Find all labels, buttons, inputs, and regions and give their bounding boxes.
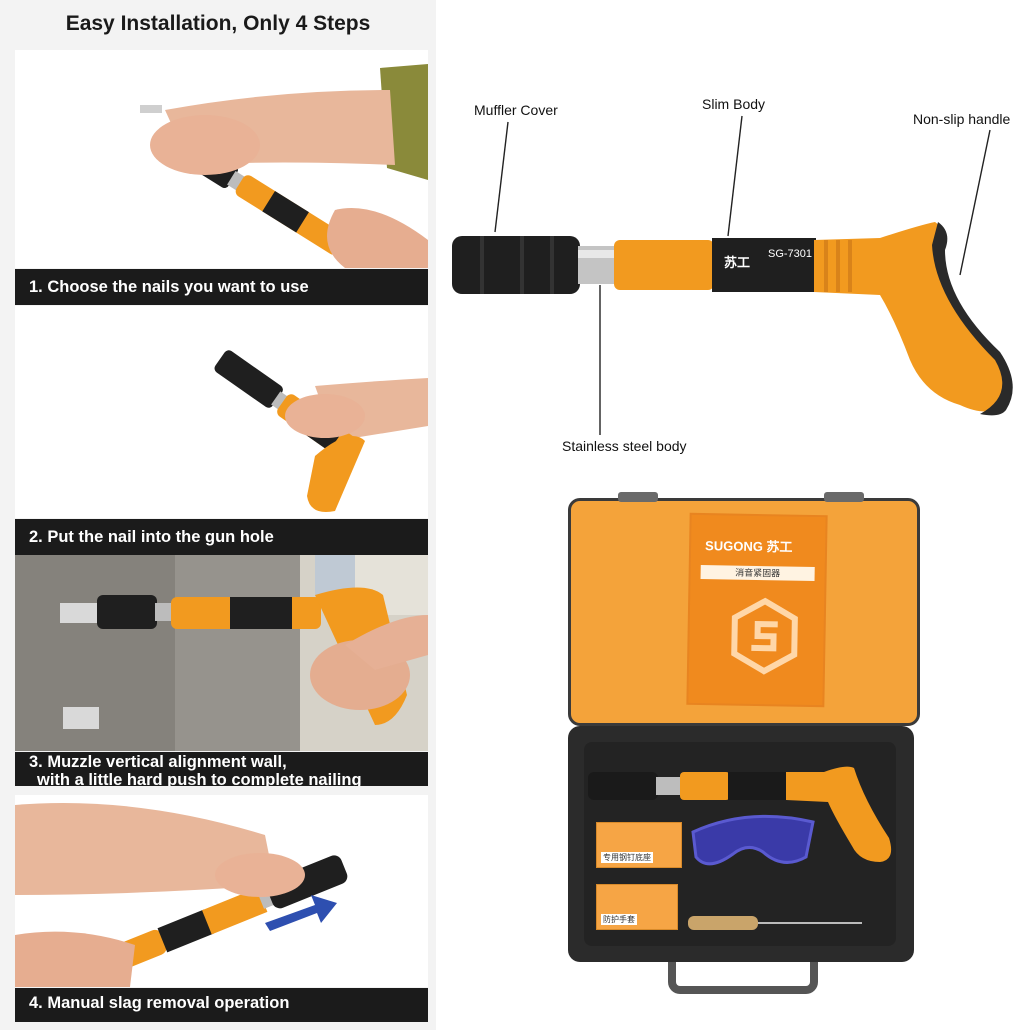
gloves-card: 防护手套 xyxy=(596,884,678,930)
gloves-card-label: 防护手套 xyxy=(601,914,637,925)
tool-brand-label: 苏工 xyxy=(724,255,751,270)
case-nail-gun xyxy=(588,766,892,862)
step-1-photo xyxy=(15,50,428,268)
page-title: Easy Installation, Only 4 Steps xyxy=(65,12,371,35)
safety-goggles xyxy=(691,814,815,866)
nail-base-card: 专用钢钉底座 xyxy=(596,822,682,868)
step-2-illustration xyxy=(15,306,428,518)
step-3-caption-line-1: 3. Muzzle vertical alignment wall, xyxy=(29,753,287,771)
callout-stainless-steel-body: Stainless steel body xyxy=(562,438,687,454)
step-2-caption: 2. Put the nail into the gun hole xyxy=(15,519,428,555)
step-4-illustration xyxy=(15,795,428,987)
step-1-caption: 1. Choose the nails you want to use xyxy=(15,269,428,305)
callout-non-slip-handle: Non-slip handle xyxy=(913,111,1011,127)
step-2-photo xyxy=(15,306,428,518)
instruction-manual: SUGONG 苏工 消音紧固器 xyxy=(688,514,826,706)
step-3-caption: 3. Muzzle vertical alignment wall, with … xyxy=(15,752,428,786)
step-4-caption: 4. Manual slag removal operation xyxy=(15,988,428,1022)
step-3-illustration xyxy=(15,555,428,751)
step-3-photo xyxy=(15,555,428,751)
case-latch-left xyxy=(618,492,658,502)
nail-gun-diagram xyxy=(452,115,1013,435)
nail-base-card-label: 专用钢钉底座 xyxy=(601,852,653,863)
case-latch-right xyxy=(824,492,864,502)
manual-brand: SUGONG 苏工 xyxy=(704,538,793,555)
step-3-caption-line-2: with a little hard push to complete nail… xyxy=(37,771,362,786)
manual-logo-icon xyxy=(731,597,798,675)
step-1-illustration xyxy=(15,50,428,268)
case-handle xyxy=(668,962,818,994)
manual-subtitle: 消音紧固器 xyxy=(700,565,815,581)
callout-muffler-cover: Muffler Cover xyxy=(474,102,558,118)
step-4-photo xyxy=(15,795,428,987)
callout-slim-body: Slim Body xyxy=(702,96,766,112)
cleaning-brush xyxy=(688,916,862,930)
tool-model-label: SG-7301 xyxy=(768,248,813,260)
